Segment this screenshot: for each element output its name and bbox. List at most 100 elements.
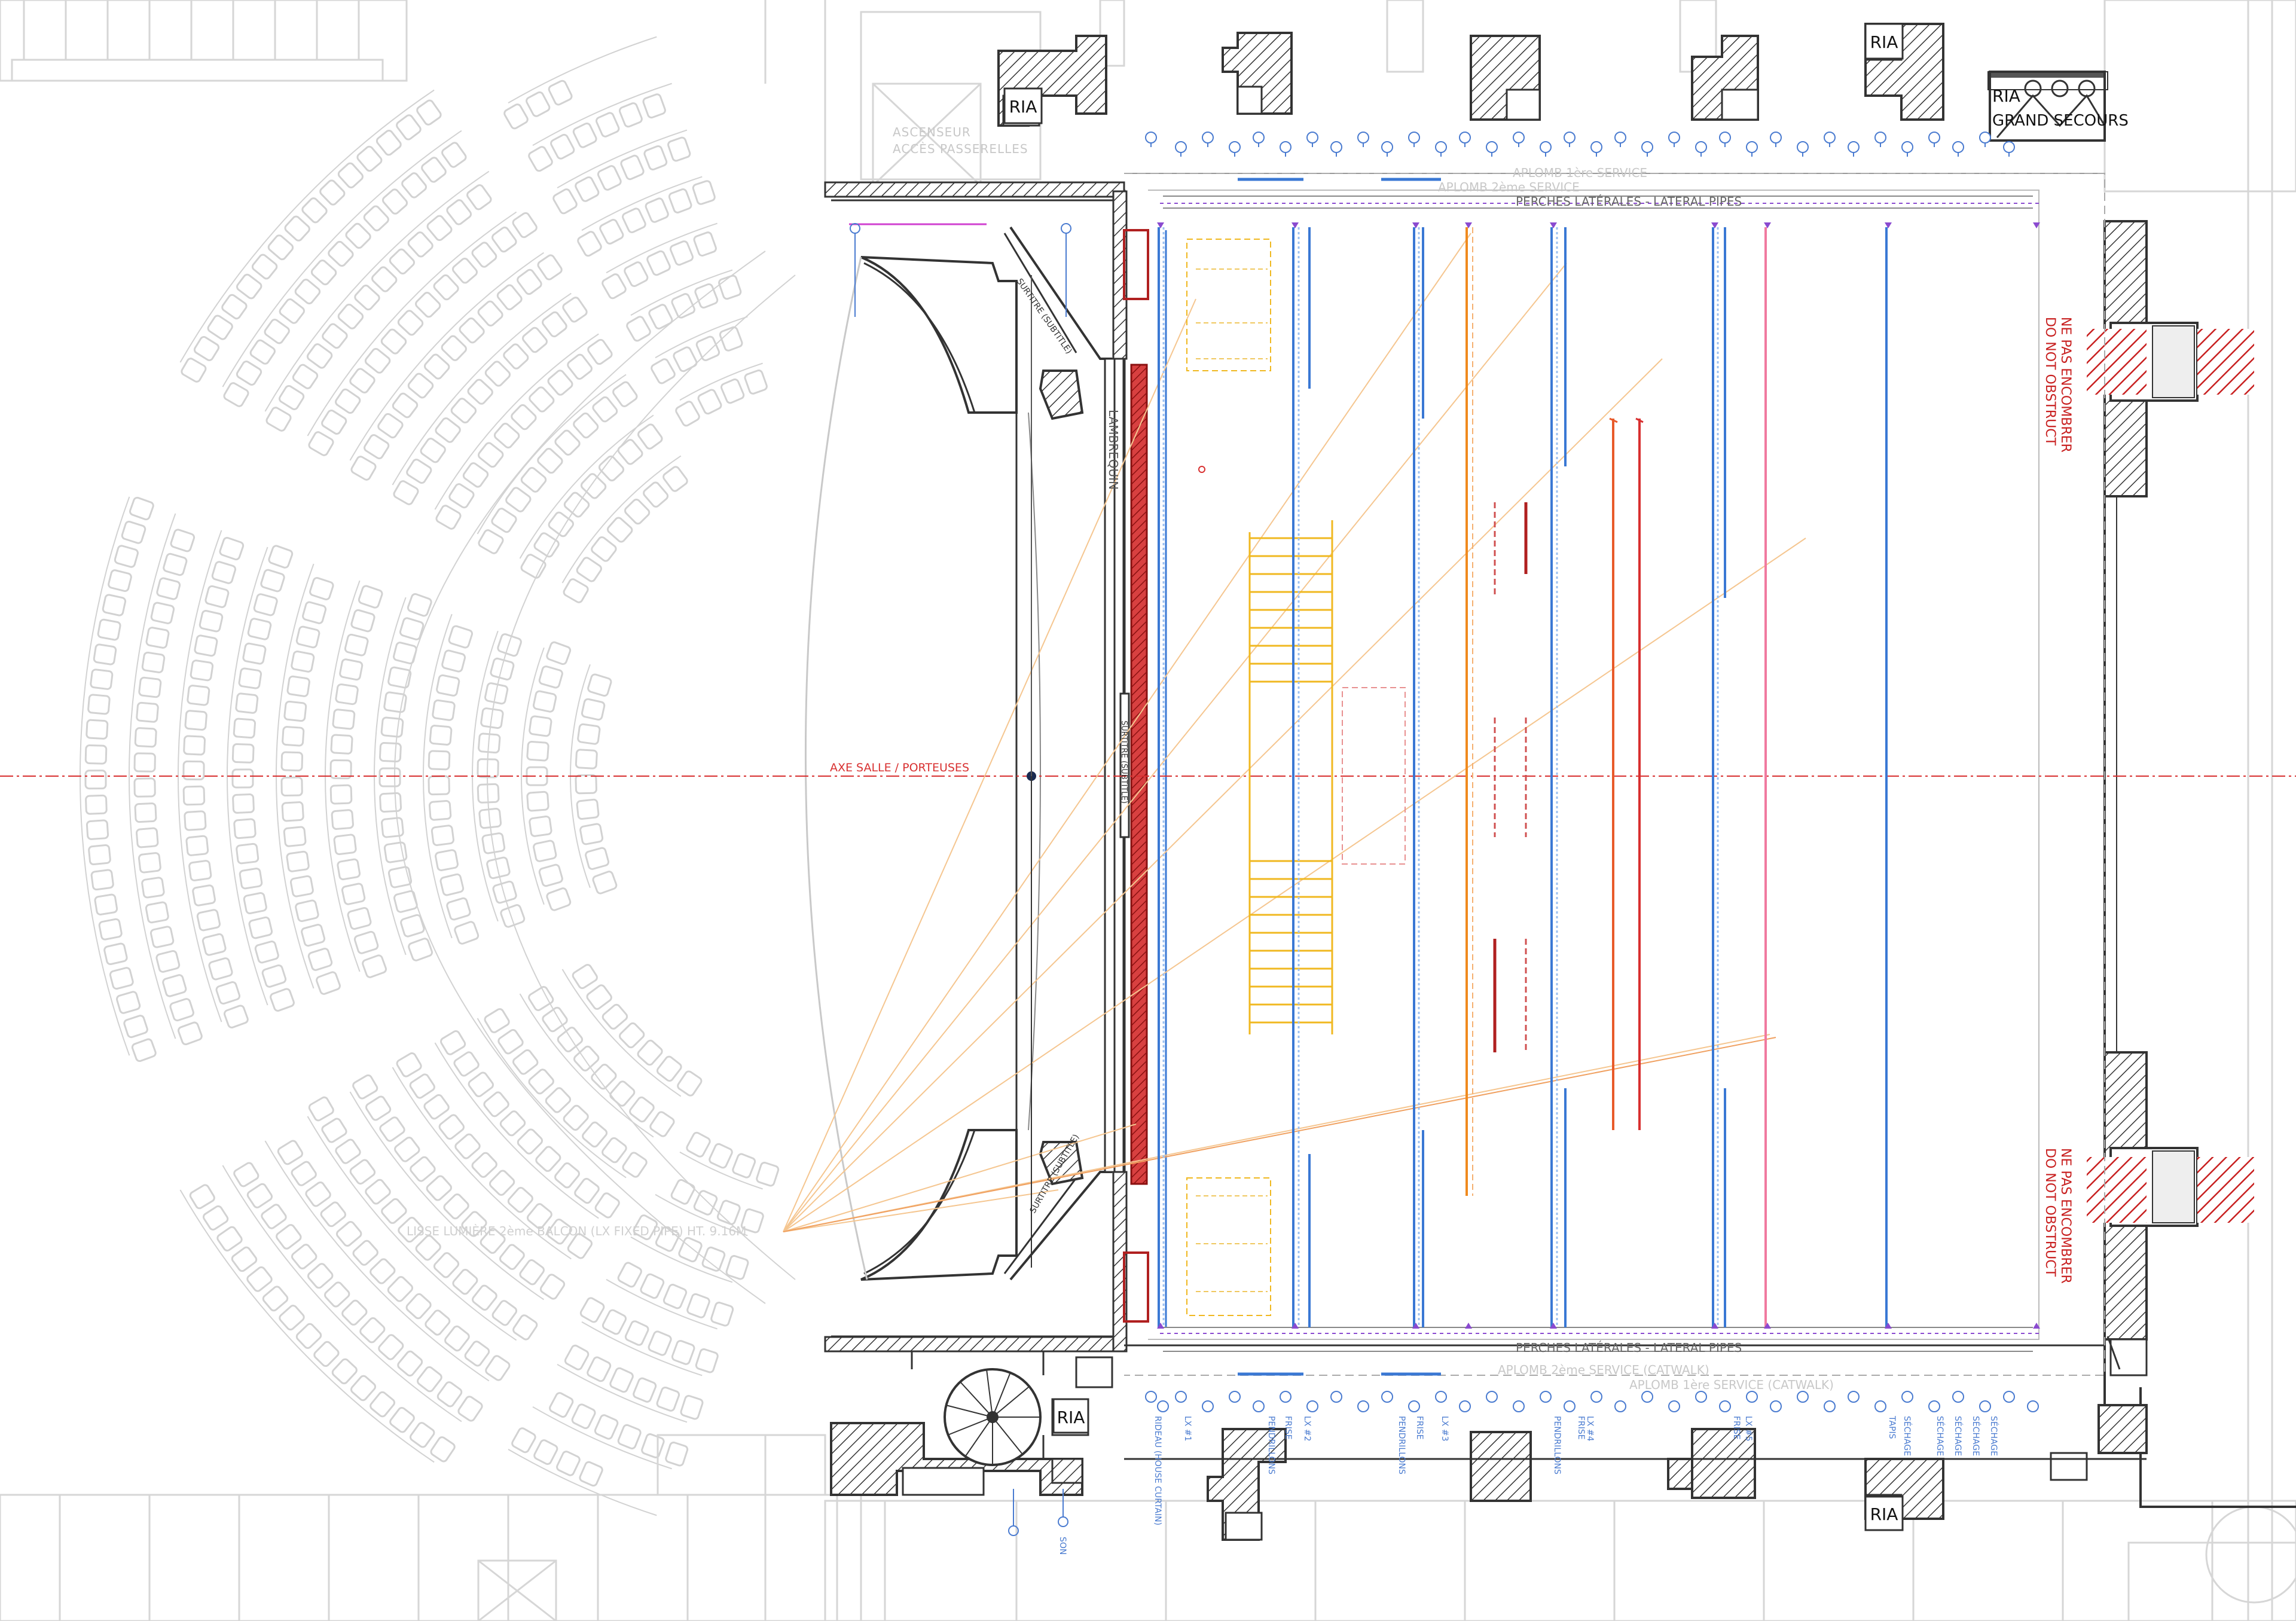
seat (401, 172, 428, 199)
seat (491, 226, 517, 253)
seat (353, 930, 379, 954)
seat (594, 1414, 619, 1440)
seat (371, 266, 398, 292)
seat (617, 439, 643, 465)
seat (377, 413, 404, 439)
seat (695, 1348, 719, 1373)
seat (261, 964, 287, 988)
rigging-point (1202, 1400, 1214, 1412)
seat (602, 1137, 627, 1164)
seat-row (179, 89, 435, 363)
seat (284, 215, 310, 242)
seat (554, 1162, 580, 1189)
seat (331, 1358, 358, 1385)
seat-row (477, 1018, 627, 1179)
pipe-label: LX #1 (1183, 1416, 1192, 1441)
seat (526, 790, 549, 812)
pipe-label: PENDRILLONS (1552, 1416, 1562, 1475)
rigging-points-bottom (1145, 1391, 2039, 1412)
seat (620, 154, 645, 181)
seat (563, 578, 589, 603)
seat (405, 1293, 432, 1320)
seat (121, 520, 146, 544)
seat (490, 657, 515, 680)
rigging-point (1979, 132, 1991, 144)
seat (216, 1226, 243, 1251)
seat (585, 847, 610, 870)
seat (321, 410, 347, 435)
seat (320, 1201, 347, 1228)
seat (322, 323, 348, 349)
rigging-point (1253, 1400, 1265, 1412)
rigging-point (1770, 132, 1782, 144)
seat-row (581, 176, 703, 231)
seat (622, 207, 646, 233)
sound-label: SON (1058, 1537, 1067, 1555)
seat (740, 1208, 764, 1234)
seat (581, 698, 606, 721)
seat-row (179, 1189, 435, 1463)
seat (407, 373, 434, 399)
seat (393, 642, 417, 665)
seat (517, 1128, 544, 1155)
seat (352, 1240, 378, 1266)
rigging-point (1874, 1400, 1886, 1412)
seat (219, 536, 245, 561)
sightlines (0, 233, 2296, 1268)
seat (193, 336, 220, 361)
seat (500, 904, 526, 928)
seat (133, 752, 156, 773)
seat (440, 1030, 466, 1055)
seat (576, 798, 600, 820)
rigging-point (1695, 141, 1707, 153)
seat (114, 545, 139, 568)
seat (693, 231, 717, 257)
seat-row (606, 1278, 718, 1330)
seat (309, 577, 334, 600)
seat (435, 417, 461, 443)
pipe-label: FRISE (1576, 1416, 1586, 1440)
seat (188, 860, 212, 881)
seat (692, 180, 716, 205)
seat (387, 866, 413, 889)
seat (492, 880, 517, 904)
seat (280, 776, 303, 796)
seat (84, 770, 107, 790)
seat (396, 1052, 422, 1077)
seat (673, 346, 698, 373)
seat (235, 692, 259, 714)
seat (345, 222, 371, 249)
pipe-label: SÉCHAGE (1953, 1416, 1963, 1456)
seat-row (307, 211, 517, 436)
seat (667, 136, 691, 162)
seat (576, 557, 602, 582)
seat (397, 310, 424, 336)
seat (532, 690, 557, 713)
rigging-point (1280, 1391, 1292, 1403)
seat (399, 617, 425, 640)
seat (277, 1140, 303, 1165)
seat (301, 924, 326, 947)
seat (472, 1284, 497, 1311)
seat (187, 685, 210, 706)
rigging-point (1928, 132, 1940, 144)
seat-row (532, 83, 672, 146)
seat (602, 1003, 628, 1030)
pipe-label: SÉCHAGE (1971, 1416, 1981, 1456)
seat (433, 274, 459, 301)
seat (656, 1055, 682, 1082)
seat (471, 1152, 497, 1178)
pipe-label: SÉCHAGE (1935, 1416, 1945, 1456)
rigging-point (1901, 141, 1913, 153)
seat (145, 627, 170, 649)
rigging-point (1175, 1391, 1187, 1403)
seat (446, 897, 471, 921)
seat (594, 1192, 620, 1219)
seat (548, 80, 573, 106)
seat-row (434, 333, 599, 510)
seat (392, 392, 419, 419)
seat (190, 660, 214, 682)
seat (629, 1096, 655, 1123)
do-not-block-bottom-fr: NE PAS ENCOMBRER (2058, 1148, 2073, 1284)
